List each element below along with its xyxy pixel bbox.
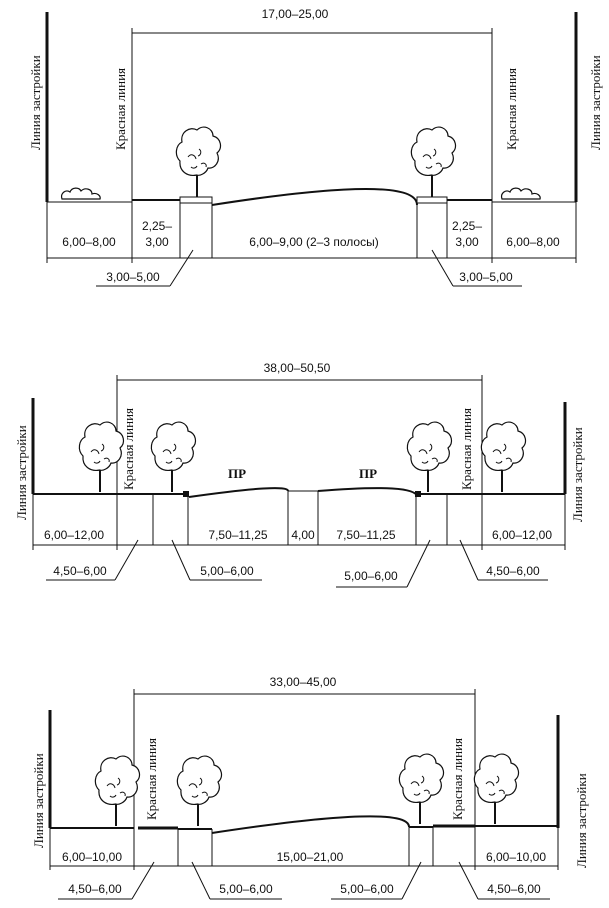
s2-tree-2 [150, 421, 197, 493]
s3-left-setback: 6,00–10,00 [62, 850, 122, 864]
s2-lane-label-left: ПР [228, 466, 246, 481]
s1-tree-left [175, 126, 222, 198]
s2-right-red-line-label: Красная линия [459, 408, 474, 490]
s3-left-red-line-label: Красная линия [144, 738, 159, 820]
s3-tree-1 [94, 755, 141, 827]
s2-left-carriageway: 7,50–11,25 [208, 528, 267, 542]
s1-left-setback: 6,00–8,00 [62, 235, 116, 249]
s1-right-sidewalk-b: 3,00 [455, 235, 479, 249]
s2-left-callout-outer: 4,50–6,00 [53, 564, 107, 578]
s1-tree-right [410, 126, 457, 198]
s3-right-callout-inner: 5,00–6,00 [340, 882, 394, 896]
s1-left-callout: 3,00–5,00 [106, 270, 160, 284]
s3-carriageway: 15,00–21,00 [277, 850, 344, 864]
s1-right-sidewalk-a: 2,25– [452, 219, 482, 233]
s3-left-callout-inner: 5,00–6,00 [219, 882, 273, 896]
s3-tree-4 [473, 753, 520, 825]
s1-right-building-label: Линия застройки [588, 55, 603, 150]
s1-left-red-line-label: Красная линия [113, 68, 128, 150]
s2-left-red-line-label: Красная линия [121, 408, 136, 490]
s2-right-callout-outer: 4,50–6,00 [486, 564, 540, 578]
s2-right-setback: 6,00–12,00 [492, 528, 552, 542]
s2-tree-3 [406, 421, 453, 493]
s2-lane-label-right: ПР [359, 466, 377, 481]
s3-left-callout-outer: 4,50–6,00 [68, 882, 122, 896]
s3-right-setback: 6,00–10,00 [486, 850, 546, 864]
s3-tree-2 [176, 755, 223, 827]
s3-right-building-label: Линия застройки [574, 773, 589, 868]
s3-left-building-label: Линия застройки [31, 753, 46, 848]
s3-right-callout-outer: 4,50–6,00 [487, 882, 541, 896]
s3-right-red-line-label: Красная линия [450, 738, 465, 820]
s1-left-sidewalk-a: 2,25– [142, 219, 172, 233]
s1-left-sidewalk-b: 3,00 [145, 235, 169, 249]
s1-right-setback: 6,00–8,00 [506, 235, 560, 249]
s1-right-red-line-label: Красная линия [504, 68, 519, 150]
s1-carriageway: 6,00–9,00 (2–3 полосы) [249, 235, 378, 249]
section-1: 17,00–25,00 Линия застройки Линия застро… [28, 7, 603, 287]
s3-tree-3 [398, 753, 445, 825]
s1-shrub-right [501, 187, 541, 200]
s2-right-callout-inner: 5,00–6,00 [344, 569, 398, 583]
s2-overall-width: 38,00–50,50 [264, 361, 331, 375]
s3-overall-width: 33,00–45,00 [270, 675, 337, 689]
s2-left-setback: 6,00–12,00 [44, 528, 104, 542]
s2-left-callout-inner: 5,00–6,00 [200, 564, 254, 578]
s1-shrub-left [61, 187, 101, 200]
s2-tree-4 [480, 421, 527, 493]
s1-overall-width: 17,00–25,00 [262, 7, 329, 21]
section-3: 33,00–45,00 Линия застройки Линия застро… [31, 675, 589, 900]
section-2: 38,00–50,50 Линия застройки Линия застро… [14, 361, 585, 588]
s1-right-callout: 3,00–5,00 [459, 270, 513, 284]
s2-right-carriageway: 7,50–11,25 [336, 528, 395, 542]
s2-right-building-label: Линия застройки [570, 427, 585, 522]
s2-left-building-label: Линия застройки [14, 425, 29, 520]
s2-median: 4,00 [291, 528, 315, 542]
s1-left-building-label: Линия застройки [28, 55, 43, 150]
